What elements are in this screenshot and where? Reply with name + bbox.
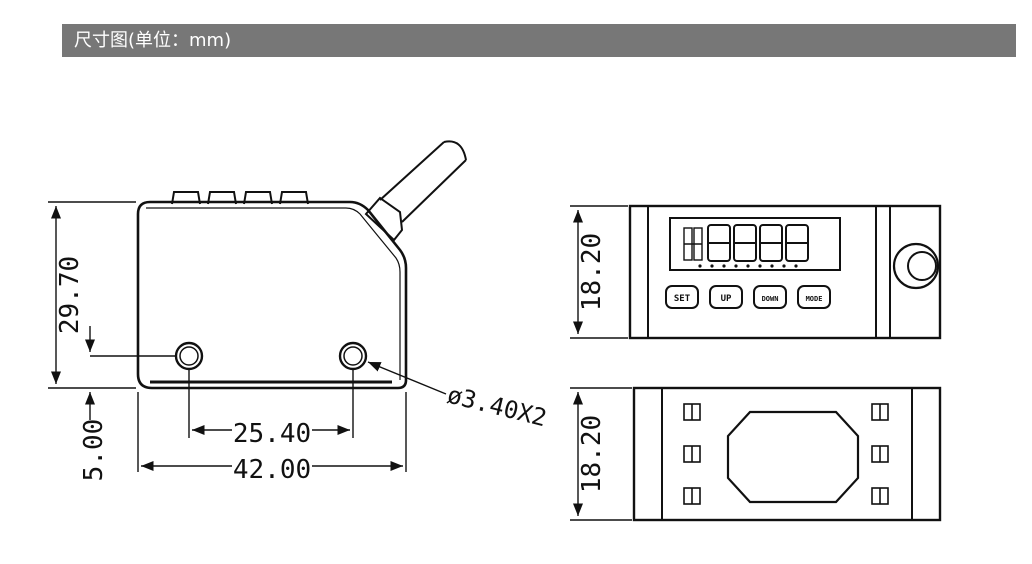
bottom-view-outline	[632, 386, 942, 522]
sensor-body	[136, 200, 408, 390]
cable	[379, 141, 445, 201]
front-dimensions	[48, 201, 447, 472]
top-view	[628, 204, 942, 340]
set-button-label: SET	[674, 294, 691, 304]
top-view-outline	[628, 204, 942, 340]
bottom-left-squares	[683, 403, 701, 505]
set-button	[665, 285, 699, 309]
mode-button-label: MODE	[806, 295, 823, 303]
top-view-dimension	[570, 205, 628, 339]
bottom-depth-dim-label: 18.20	[577, 415, 607, 493]
bottom-right-squares	[871, 403, 889, 505]
gland-outer	[892, 242, 940, 290]
down-button	[753, 285, 787, 309]
hole-callout-label: ø3.40X2	[445, 381, 550, 433]
mount-hole-left	[174, 341, 204, 371]
gland-inner	[907, 251, 937, 281]
top-depth-dim-label: 18.20	[577, 233, 607, 311]
down-button-label: DOWN	[762, 295, 779, 303]
front-view	[136, 140, 467, 390]
bottom-view	[632, 386, 942, 522]
cable-gland	[364, 196, 404, 242]
lcd-display	[669, 217, 841, 271]
mode-button	[797, 285, 831, 309]
offset-dim-label: 5.00	[79, 419, 109, 482]
front-dimension-labels: 29.70 5.00 25.40 42.00 ø3.40X2	[55, 256, 549, 485]
bottom-connector	[726, 410, 860, 504]
hole-spacing-dim-label: 25.40	[233, 419, 311, 449]
display-small-digits	[683, 227, 703, 261]
mount-hole-right	[338, 341, 368, 371]
up-button	[709, 285, 743, 309]
up-button-label: UP	[721, 294, 732, 304]
top-tabs	[171, 191, 309, 205]
width-dim-label: 42.00	[233, 455, 311, 485]
height-dim-label: 29.70	[55, 256, 85, 334]
top-view-button-labels: SET UP DOWN MODE	[674, 294, 823, 304]
bottom-view-dimension	[570, 387, 632, 521]
indicator-dots	[698, 264, 798, 268]
display-digits	[707, 224, 809, 262]
header-bar: 尺寸图(单位：mm)	[62, 24, 1016, 57]
page-title: 尺寸图(单位：mm)	[74, 30, 232, 51]
